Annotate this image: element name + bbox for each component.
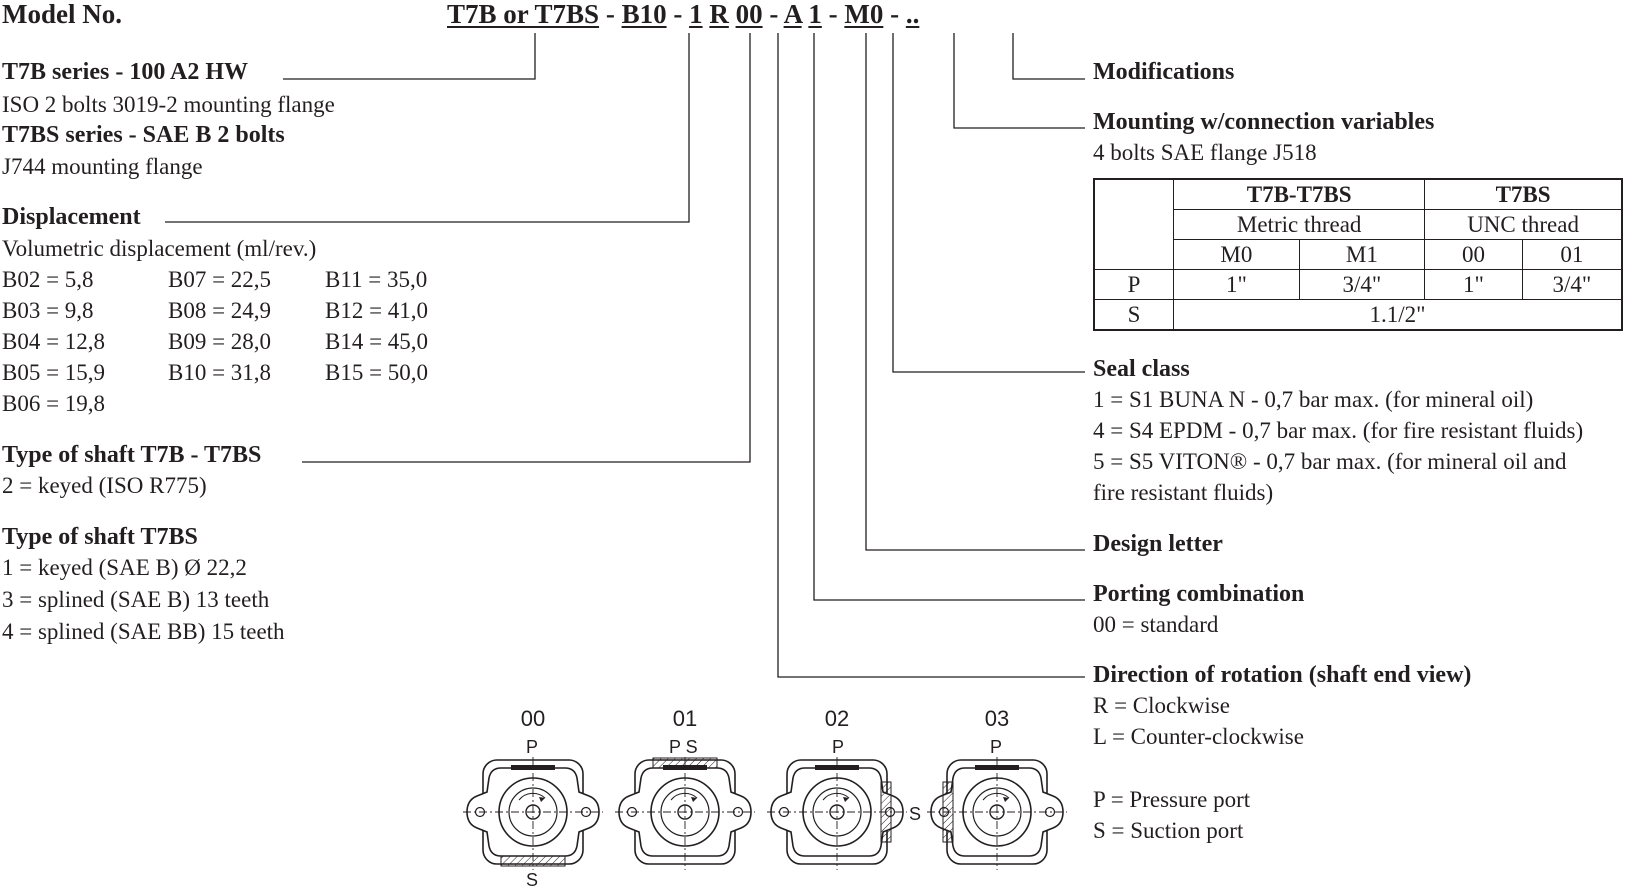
- mounting-heading: Mounting w/connection variables: [1093, 109, 1435, 135]
- rotation-line: R = Clockwise: [1093, 693, 1230, 718]
- table-cell: 1": [1173, 269, 1300, 300]
- code-series: T7B or T7BS: [447, 0, 600, 29]
- seal-class-line: 1 = S1 BUNA N - 0,7 bar max. (for minera…: [1093, 387, 1534, 412]
- port-label-p: P: [990, 737, 1003, 757]
- model-label: Model No.: [2, 0, 122, 29]
- code-sep: -: [673, 0, 683, 29]
- disp-value: B04 = 12,8: [2, 329, 106, 354]
- seal-class-line: 4 = S4 EPDM - 0,7 bar max. (for fire res…: [1093, 418, 1584, 443]
- code-displacement: B10: [621, 0, 667, 29]
- port-label-s: S: [526, 870, 539, 890]
- rotation-heading: Direction of rotation (shaft end view): [1093, 662, 1472, 688]
- series-t7bs-heading: T7BS series - SAE B 2 bolts: [2, 122, 285, 148]
- code-design: A: [783, 0, 802, 29]
- shaft-t7bs-line: 1 = keyed (SAE B) Ø 22,2: [2, 555, 247, 580]
- code-sep: -: [769, 0, 779, 29]
- modifications-heading: Modifications: [1093, 59, 1235, 85]
- pump-diagram-03: [926, 756, 1068, 871]
- disp-value: B15 = 50,0: [325, 360, 429, 385]
- disp-value: B10 = 31,8: [168, 360, 272, 385]
- table-header-t7bs: T7BS: [1424, 178, 1623, 210]
- code-sep: -: [828, 0, 838, 29]
- port-thread-table: T7B-T7BS T7BS Metric thread UNC thread M…: [1093, 178, 1623, 331]
- table-cell: 3/4": [1521, 269, 1623, 300]
- disp-value: B12 = 41,0: [325, 298, 429, 323]
- diagram-code: 01: [672, 706, 698, 731]
- disp-value: B14 = 45,0: [325, 329, 429, 354]
- pump-diagram-00: [462, 756, 604, 871]
- code-sep: -: [890, 0, 900, 29]
- table-cell: 3/4": [1298, 269, 1426, 300]
- shaft-t7bs-line: 4 = splined (SAE BB) 15 teeth: [2, 619, 285, 644]
- pump-diagram-02: [766, 756, 908, 871]
- shaft-t7bs-line: 3 = splined (SAE B) 13 teeth: [2, 587, 270, 612]
- shaft-t7b-line: 2 = keyed (ISO R775): [2, 473, 207, 498]
- table-code: 01: [1521, 239, 1623, 270]
- design-letter-heading: Design letter: [1093, 531, 1223, 557]
- disp-value: B02 = 5,8: [2, 267, 94, 292]
- table-cell: 1.1/2": [1173, 299, 1623, 331]
- shaft-t7b-heading: Type of shaft T7B - T7BS: [2, 442, 262, 468]
- table-row-label: S: [1093, 299, 1175, 331]
- seal-class-line: 5 = S5 VITON® - 0,7 bar max. (for minera…: [1093, 449, 1567, 474]
- code-sep: -: [605, 0, 615, 29]
- code-porting: 00: [735, 0, 763, 29]
- disp-value: B09 = 28,0: [168, 329, 272, 354]
- series-t7bs-desc: J744 mounting flange: [2, 154, 203, 179]
- code-mounting: M0: [844, 0, 884, 29]
- port-label-ps: P S: [669, 737, 698, 757]
- series-t7b-heading: T7B series - 100 A2 HW: [2, 59, 248, 85]
- seal-class-heading: Seal class: [1093, 356, 1190, 382]
- suction-port-legend: S = Suction port: [1093, 818, 1244, 843]
- model-code: T7B or T7BS - B10 - 1 R 00 - A 1 - M0 - …: [447, 0, 919, 30]
- porting-heading: Porting combination: [1093, 581, 1305, 607]
- table-header-unc: UNC thread: [1424, 209, 1623, 240]
- code-modifications: ..: [905, 0, 920, 29]
- table-row-label: P: [1093, 269, 1175, 300]
- table-corner: [1093, 178, 1175, 270]
- table-code: M1: [1298, 239, 1426, 270]
- disp-value: B06 = 19,8: [2, 391, 106, 416]
- mounting-desc: 4 bolts SAE flange J518: [1093, 140, 1317, 165]
- series-t7b-desc: ISO 2 bolts 3019-2 mounting flange: [2, 92, 335, 117]
- rotation-line: L = Counter-clockwise: [1093, 724, 1304, 749]
- diagram-code: 03: [984, 706, 1010, 731]
- porting-line: 00 = standard: [1093, 612, 1219, 637]
- disp-value: B07 = 22,5: [168, 267, 272, 292]
- port-label-p: P: [832, 737, 845, 757]
- diagram-code: 00: [520, 706, 546, 731]
- disp-value: B11 = 35,0: [325, 267, 428, 292]
- code-rotation: R: [709, 0, 729, 29]
- displacement-subtitle: Volumetric displacement (ml/rev.): [2, 236, 317, 261]
- code-shaft: 1: [689, 0, 703, 29]
- table-header-t7b: T7B-T7BS: [1173, 178, 1426, 210]
- table-header-metric: Metric thread: [1173, 209, 1426, 240]
- pressure-port-legend: P = Pressure port: [1093, 787, 1251, 812]
- diagram-code: 02: [824, 706, 850, 731]
- pump-diagram-01: [614, 756, 756, 871]
- shaft-t7bs-heading: Type of shaft T7BS: [2, 524, 198, 550]
- port-label-s: S: [909, 804, 922, 824]
- port-label-p: P: [526, 737, 539, 757]
- disp-value: B05 = 15,9: [2, 360, 106, 385]
- code-seal: 1: [808, 0, 822, 29]
- seal-class-line: fire resistant fluids): [1093, 480, 1274, 505]
- disp-value: B03 = 9,8: [2, 298, 94, 323]
- disp-value: B08 = 24,9: [168, 298, 272, 323]
- displacement-heading: Displacement: [2, 204, 141, 230]
